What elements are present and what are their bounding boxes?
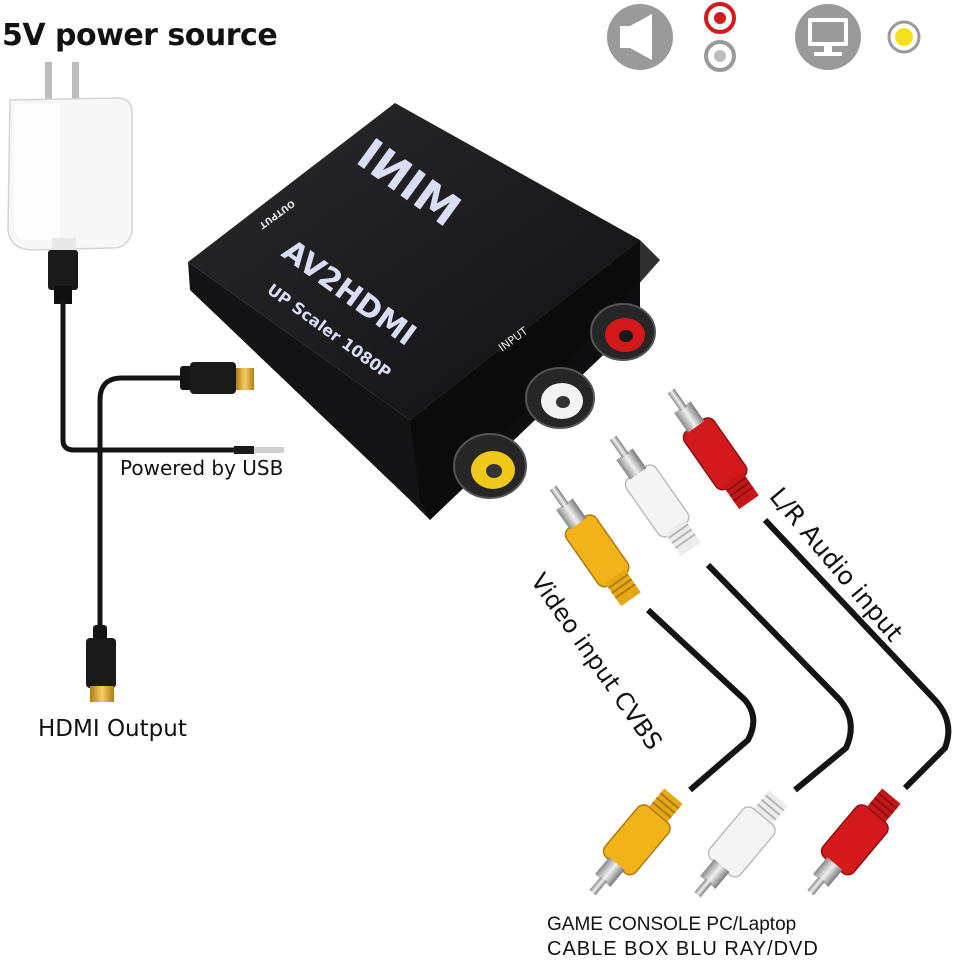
hdmi-connector-top [180,362,254,394]
monitor-icon [795,4,861,70]
yellow-rca-plug-lower [589,788,683,896]
sources-line-2: CABLE BOX BLU RAY/DVD [547,938,819,960]
rca-socket-yellow [453,433,527,499]
white-rca-plug-lower [694,790,788,898]
yellow-rca-cable [645,607,757,793]
powered-by-usb-label: Powered by USB [120,456,284,480]
red-rca-plug-lower [807,788,901,896]
rca-socket-white [525,367,595,429]
red-rca-plug-upper [667,388,759,510]
hdmi-connector-bottom [86,625,116,702]
red-rca-cable [762,517,952,791]
white-rca-plug-upper [609,435,701,557]
power-adapter [7,62,133,304]
red-white-rca-icon [704,2,736,72]
hdmi-cable [97,375,190,630]
sources-line-1: GAME CONSOLE PC/Laptop [547,914,797,935]
hdmi-output-label: HDMI Output [38,716,187,742]
yellow-rca-plug-upper [549,485,641,607]
yellow-rca-icon [887,20,921,54]
speaker-icon [607,4,673,70]
power-source-label: 5V power source [2,18,278,53]
usb-power-cable [60,300,245,453]
white-rca-cable [705,562,854,793]
rca-socket-red [590,303,656,361]
